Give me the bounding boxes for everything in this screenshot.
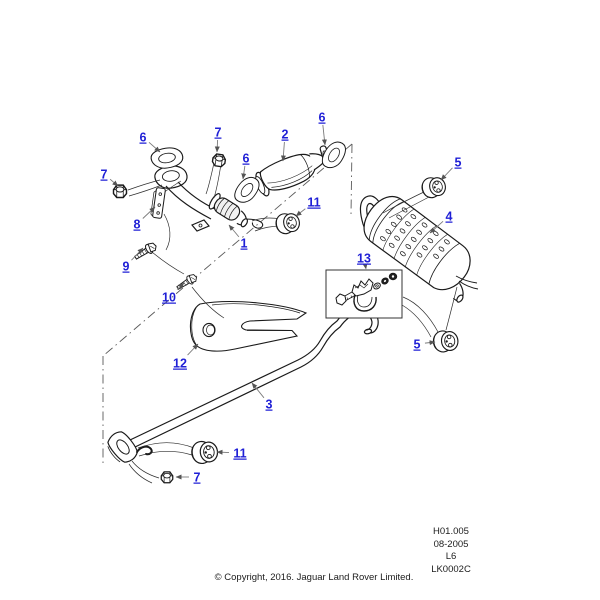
callout-label[interactable]: 6 xyxy=(319,111,326,125)
callout-6[interactable]: 6 xyxy=(140,131,161,153)
callout-7[interactable]: 7 xyxy=(215,126,222,153)
part-support-bracket xyxy=(150,187,166,219)
copyright-notice: © Copyright, 2016. Jaguar Land Rover Lim… xyxy=(214,572,414,583)
callout-label[interactable]: 2 xyxy=(282,128,289,142)
leader-line xyxy=(280,141,286,162)
callout-13[interactable]: 13 xyxy=(357,252,371,270)
part-clamp-kit xyxy=(325,269,403,319)
leader-line xyxy=(214,139,220,153)
part-mounting-rubber-11-top xyxy=(273,210,302,237)
part-nut-left xyxy=(112,184,128,199)
callout-9[interactable]: 9 xyxy=(123,247,144,274)
callout-7[interactable]: 7 xyxy=(175,471,201,485)
callout-label[interactable]: 8 xyxy=(134,218,141,232)
construction-lines xyxy=(102,143,353,463)
part-gasket-rear xyxy=(318,137,350,173)
callout-5[interactable]: 5 xyxy=(414,338,436,352)
callout-10[interactable]: 10 xyxy=(162,282,185,305)
leader-line xyxy=(176,282,185,290)
callout-label[interactable]: 4 xyxy=(446,210,453,224)
callout-7[interactable]: 7 xyxy=(101,168,119,187)
callout-6[interactable]: 6 xyxy=(319,111,327,146)
callout-6[interactable]: 6 xyxy=(241,152,250,180)
part-rear-silencer xyxy=(359,195,479,303)
part-catalytic-converter xyxy=(255,145,331,197)
part-mounting-rubber-5-top xyxy=(419,174,448,201)
callout-label[interactable]: 3 xyxy=(266,398,273,412)
leader-line xyxy=(429,220,444,234)
callout-label[interactable]: 9 xyxy=(123,260,130,274)
callout-label[interactable]: 13 xyxy=(357,252,371,266)
leader-line xyxy=(216,449,230,455)
leader-line xyxy=(131,247,144,261)
leader-line xyxy=(148,141,161,153)
callout-12[interactable]: 12 xyxy=(173,343,199,371)
part-heat-shield xyxy=(189,301,308,352)
reference-line: LK0002C xyxy=(431,563,471,575)
callout-label[interactable]: 6 xyxy=(243,152,250,166)
leader-line xyxy=(424,340,436,346)
callout-8[interactable]: 8 xyxy=(134,206,156,232)
callout-label[interactable]: 5 xyxy=(455,156,462,170)
callout-label[interactable]: 11 xyxy=(233,447,246,461)
reference-line: L6 xyxy=(445,551,457,562)
callout-label[interactable]: 6 xyxy=(140,131,147,145)
reference-line: 08-2005 xyxy=(433,538,469,550)
part-mounting-rubber-5-bottom xyxy=(431,328,460,354)
leader-line xyxy=(142,206,156,219)
leader-line xyxy=(295,208,306,217)
part-bolt-10 xyxy=(174,271,199,293)
part-mounting-rubber-11-bottom xyxy=(189,438,220,466)
callout-11[interactable]: 11 xyxy=(295,196,321,217)
leader-line xyxy=(251,382,265,399)
callout-1[interactable]: 1 xyxy=(228,224,248,251)
part-bolt-9 xyxy=(132,240,159,263)
callout-label[interactable]: 12 xyxy=(173,357,187,371)
callout-5[interactable]: 5 xyxy=(440,156,462,181)
leader-line xyxy=(440,167,453,181)
leader-line xyxy=(241,165,247,180)
callout-label[interactable]: 11 xyxy=(307,196,320,210)
callout-label[interactable]: 1 xyxy=(241,237,248,251)
callout-label[interactable]: 7 xyxy=(194,471,201,485)
callout-3[interactable]: 3 xyxy=(251,382,273,412)
reference-line: H01.005 xyxy=(433,526,469,537)
callout-label[interactable]: 10 xyxy=(162,291,176,305)
callout-label[interactable]: 7 xyxy=(215,126,222,140)
part-nut-top xyxy=(211,152,227,168)
leader-line xyxy=(228,224,240,238)
leader-line xyxy=(187,343,199,356)
callout-label[interactable]: 7 xyxy=(101,168,108,182)
assembly-guide-lines xyxy=(127,162,458,484)
callout-label[interactable]: 5 xyxy=(414,338,421,352)
drawing-reference: H01.005 08-2005 L6 LK0002C xyxy=(403,526,499,576)
leader-line xyxy=(109,178,119,187)
callout-4[interactable]: 4 xyxy=(429,210,453,234)
leader-line xyxy=(321,124,327,146)
part-nut-bottom xyxy=(160,471,174,484)
callout-11[interactable]: 11 xyxy=(216,447,247,461)
callout-2[interactable]: 2 xyxy=(280,128,289,162)
